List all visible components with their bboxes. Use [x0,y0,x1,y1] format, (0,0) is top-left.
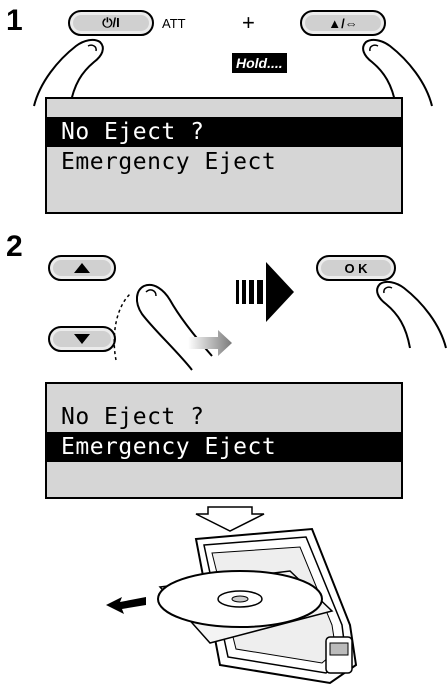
finger-pointer-icon [33,38,104,107]
lcd-screen-2: No Eject ? Emergency Eject [45,382,403,499]
lcd-screen-1: No Eject ? Emergency Eject [45,97,403,214]
menu-item-emergency-eject[interactable]: Emergency Eject [47,432,401,462]
menu-item-no-eject[interactable]: No Eject ? [61,404,205,430]
triangle-up-icon [74,263,90,273]
step-1-number: 1 [6,4,23,37]
menu-item-emergency-eject[interactable]: Emergency Eject [61,149,277,175]
power-att-button[interactable]: ⏻/I [68,10,154,36]
finger-pointer-icon [376,280,447,349]
up-button[interactable] [48,255,116,281]
power-button-label: ⏻/I [102,15,120,30]
att-label: ATT [162,16,186,31]
finger-pointer-icon [362,38,433,107]
menu-item-no-eject[interactable]: No Eject ? [47,117,401,147]
ok-button-label: O K [344,260,368,276]
arrow-right-icon [188,330,232,356]
arrow-right-icon [236,262,294,322]
down-button[interactable] [48,326,116,352]
arrow-down-icon [195,506,265,532]
eject-button[interactable]: ▲/⇔ [300,10,386,36]
finger-pointer-icon [113,284,213,371]
ok-button[interactable]: O K [316,255,396,281]
car-stereo-disc-eject-illustration [106,527,358,685]
triangle-down-icon [74,334,90,344]
eject-button-label: ▲/⇔ [328,15,358,31]
hold-badge: Hold.... [232,53,287,73]
step-2-number: 2 [6,230,23,263]
plus-sign: + [242,10,255,35]
